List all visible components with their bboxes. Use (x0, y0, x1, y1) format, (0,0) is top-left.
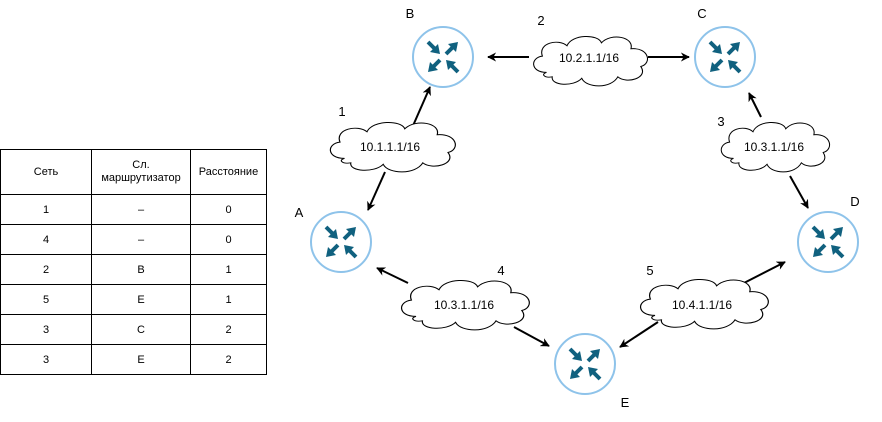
network-address-1: 10.1.1.1/16 (360, 140, 420, 154)
network-address-3: 10.3.1.1/16 (744, 140, 804, 154)
table-cell: 2 (190, 314, 267, 345)
link-n5-d (741, 261, 786, 285)
table-cell: 3 (0, 314, 92, 345)
link-n3-d (789, 175, 809, 209)
table-cell: E (91, 284, 191, 315)
table-cell: 3 (0, 344, 92, 375)
link-n4-e (513, 326, 550, 347)
links (367, 52, 809, 348)
router-e (554, 333, 616, 395)
router-arrows-icon (811, 225, 845, 259)
table-header-row: Сеть Сл. маршрутизатор Расстояние (0, 149, 267, 195)
router-c (694, 26, 756, 88)
router-label-a: A (295, 205, 304, 220)
router-a (310, 211, 372, 273)
link-n3-c (748, 92, 762, 118)
router-label-c: C (697, 6, 706, 21)
table-cell: 0 (190, 224, 267, 255)
table-cell: C (91, 314, 191, 345)
table-cell: 1 (190, 284, 267, 315)
router-arrows-icon (324, 225, 358, 259)
table-row: 3 C 2 (0, 314, 267, 345)
network-address-5: 10.4.1.1/16 (672, 298, 732, 312)
router-b (412, 26, 474, 88)
router-arrows-icon (568, 347, 602, 381)
link-n1-b (411, 86, 431, 129)
table-row: 4 – 0 (0, 224, 267, 255)
column-header-network: Сеть (0, 149, 92, 195)
network-number-5: 5 (646, 263, 653, 278)
table-row: 2 B 1 (0, 254, 267, 285)
table-cell: 0 (190, 194, 267, 225)
network-number-3: 3 (717, 114, 724, 129)
network-number-2: 2 (537, 13, 544, 28)
router-label-e: E (621, 395, 630, 410)
link-n4-a (376, 267, 409, 284)
table-cell: 4 (0, 224, 92, 255)
link-n5-e (619, 321, 659, 348)
router-label-b: B (406, 6, 415, 21)
network-number-1: 1 (338, 104, 345, 119)
router-arrows-icon (426, 40, 460, 74)
network-address-2: 10.2.1.1/16 (559, 51, 619, 65)
router-label-d: D (850, 194, 859, 209)
table-cell: – (91, 194, 191, 225)
table-cell: 1 (190, 254, 267, 285)
router-arrows-icon (708, 40, 742, 74)
table-cell: 2 (0, 254, 92, 285)
table-cell: 5 (0, 284, 92, 315)
table-cell: B (91, 254, 191, 285)
column-header-next-router: Сл. маршрутизатор (91, 149, 191, 195)
link-n1-a (367, 171, 386, 211)
network-number-4: 4 (497, 263, 504, 278)
routing-table: Сеть Сл. маршрутизатор Расстояние 1 – 0 … (0, 149, 267, 375)
table-row: 3 E 2 (0, 344, 267, 375)
column-header-distance: Расстояние (190, 149, 267, 195)
table-row: 1 – 0 (0, 194, 267, 225)
table-row: 5 E 1 (0, 284, 267, 315)
table-cell: 2 (190, 344, 267, 375)
router-d (797, 211, 859, 273)
network-address-4: 10.3.1.1/16 (434, 298, 494, 312)
